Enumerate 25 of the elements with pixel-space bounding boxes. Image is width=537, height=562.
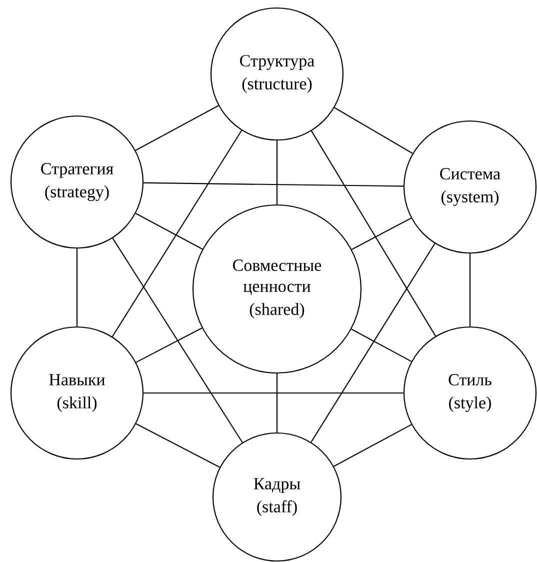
circle-node: Стиль (style) bbox=[403, 326, 537, 460]
connector-line bbox=[334, 424, 412, 467]
connector-line bbox=[136, 328, 202, 363]
circle-node: Кадры (staff) bbox=[212, 432, 342, 562]
connector-line bbox=[135, 212, 203, 250]
circle-node: Система (system) bbox=[403, 120, 537, 254]
connector-line bbox=[276, 140, 278, 204]
connector-line bbox=[112, 130, 242, 337]
connector-line bbox=[76, 248, 78, 326]
connector-line bbox=[276, 374, 278, 432]
connector-line bbox=[135, 105, 219, 151]
connector-line bbox=[144, 182, 404, 187]
connector-line bbox=[310, 130, 436, 336]
connector-line bbox=[136, 423, 220, 468]
connector-line bbox=[334, 107, 413, 154]
connector-line bbox=[352, 218, 412, 250]
circle-node: Стратегия (strategy) bbox=[10, 115, 144, 249]
connector-line bbox=[351, 328, 412, 362]
connector-line bbox=[144, 392, 404, 394]
circle-node: Структура (structure) bbox=[210, 7, 344, 141]
circle-node: Совместные ценности (shared) bbox=[192, 204, 362, 374]
circle-node: Навыки (skill) bbox=[10, 326, 144, 460]
connector-line bbox=[310, 243, 436, 442]
connector-line bbox=[112, 238, 243, 443]
connector-line bbox=[469, 254, 471, 326]
